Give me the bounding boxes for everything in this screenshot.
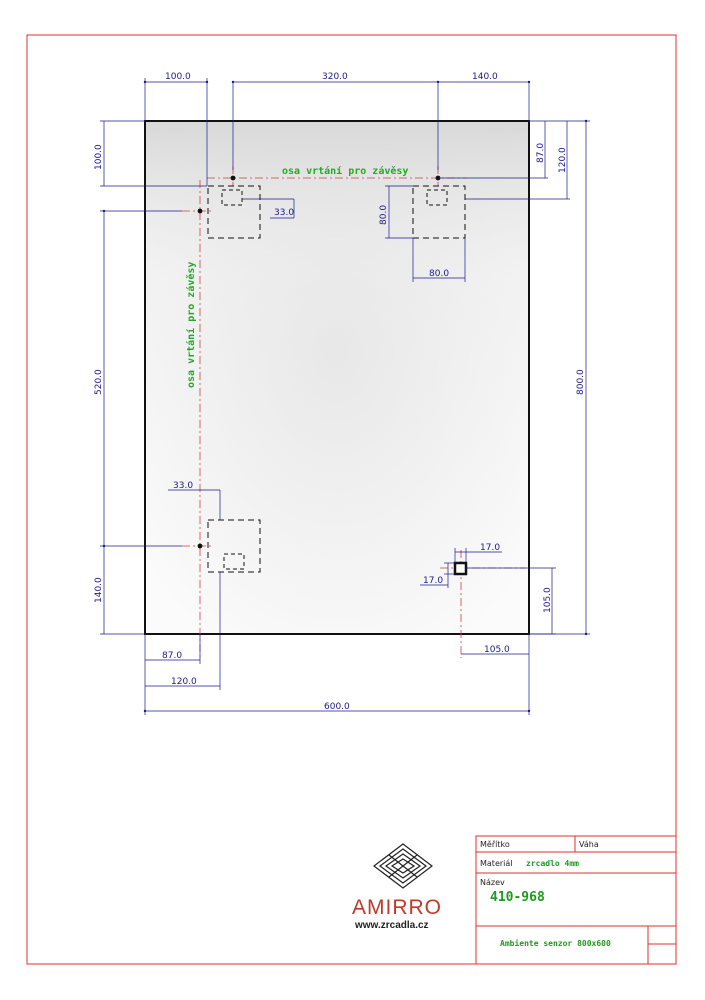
dim-bottom-87: 87.0 (162, 651, 182, 661)
drill-holes (197, 175, 441, 549)
hanger-bottom-left (207, 519, 261, 573)
dim-sensor-105-v: 105.0 (543, 587, 553, 613)
dim-right-120: 120.0 (558, 147, 568, 173)
dim-total-height: 800.0 (576, 369, 586, 395)
dim-hanger-33-bottom: 33.0 (173, 481, 193, 491)
title-weight-label: Váha (579, 840, 599, 849)
dim-bottom-left-140: 140.0 (94, 577, 104, 603)
dimension-ticks (102, 80, 588, 713)
title-description: Ambiente senzor 800x600 (500, 938, 611, 948)
dim-right-87: 87.0 (536, 143, 546, 163)
axis-label-horizontal: osa vrtání pro závěsy (282, 165, 408, 177)
hanger-top-left (207, 185, 261, 239)
dim-sensor-17-v: 17.0 (423, 576, 443, 586)
dim-hanger-spacing-v: 520.0 (94, 369, 104, 395)
brand-name: AMIRRO (352, 896, 442, 919)
title-material-label: Materiál (480, 859, 513, 868)
dim-hanger-80-v: 80.0 (379, 205, 389, 225)
axis-label-vertical: osa vrtání pro závěsy (185, 262, 197, 388)
dim-bottom-120: 120.0 (171, 677, 197, 687)
dim-sensor-17-h: 17.0 (480, 543, 500, 553)
dimension-lines (100, 78, 590, 715)
dim-hanger-80-h: 80.0 (429, 269, 449, 279)
title-scale-label: Měřítko (480, 840, 510, 849)
sensor-square (453, 561, 468, 576)
dim-hanger-33-top: 33.0 (274, 208, 294, 218)
dim-top-left: 100.0 (165, 72, 191, 82)
title-material-value: zrcadlo 4mm (526, 859, 579, 868)
dim-hanger-spacing-h: 320.0 (322, 72, 348, 82)
dim-top-right: 140.0 (472, 72, 498, 82)
hanger-top-right (412, 185, 466, 239)
dim-left-top: 100.0 (94, 144, 104, 170)
title-name-value: 410-968 (490, 890, 545, 905)
sheet-frame (26, 34, 677, 965)
dim-total-width: 600.0 (324, 702, 350, 712)
title-name-label: Název (480, 878, 505, 887)
brand-url: www.zrcadla.cz (354, 920, 429, 931)
dim-sensor-105-h: 105.0 (484, 645, 510, 655)
amirro-logo-mark (373, 843, 433, 889)
title-block (475, 835, 677, 965)
mirror-outline (144, 120, 530, 635)
